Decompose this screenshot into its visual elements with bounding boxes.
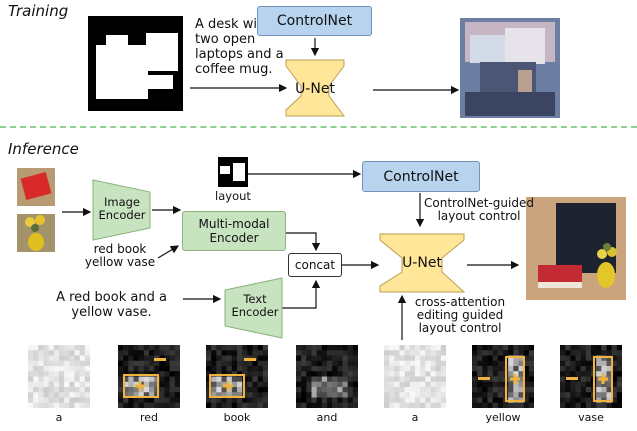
attention-word-3: book <box>223 411 251 424</box>
controlnet-note-line-1: ControlNet-guided <box>424 196 534 210</box>
prompt-line-1: A red book and a <box>56 290 167 305</box>
inference-controlnet-box: ControlNet <box>362 161 480 192</box>
attention-map-3 <box>206 345 268 408</box>
attention-map-7 <box>560 345 622 408</box>
inference-unet-label: U-Net <box>402 255 442 271</box>
section-divider <box>0 126 637 128</box>
caption-line-4: coffee mug. <box>195 62 273 77</box>
caption-line-3: laptops and a <box>195 47 284 62</box>
attention-map-4 <box>296 345 358 408</box>
text-encoder-line-1: Text <box>243 292 267 306</box>
cross-note-line-3: layout control <box>418 321 502 335</box>
attention-map-1 <box>28 345 90 408</box>
attention-word-5: a <box>411 411 419 424</box>
layout-label: layout <box>215 189 251 203</box>
image-encoder-label: Image Encoder <box>95 196 149 222</box>
concat-box: concat <box>288 253 342 277</box>
multimodal-encoder-box: Multi-modal Encoder <box>182 211 286 251</box>
controlnet-note-line-2: layout control <box>437 209 521 223</box>
attention-word-6: yellow <box>485 411 521 424</box>
attention-word-4: and <box>316 411 338 424</box>
caption-line-1: A desk with <box>195 17 271 32</box>
inference-prompt: A red book and a yellow vase. <box>40 290 183 320</box>
image-tags: red book yellow vase <box>80 243 160 269</box>
text-encoder-line-2: Encoder <box>231 305 279 319</box>
image-encoder-line-2: Encoder <box>98 208 146 222</box>
image-tag-1: red book <box>93 242 147 256</box>
training-title: Training <box>8 2 69 20</box>
inference-title: Inference <box>8 140 79 158</box>
training-unet-label: U-Net <box>295 81 335 97</box>
attention-map-5 <box>384 345 446 408</box>
text-encoder-label: Text Encoder <box>229 293 281 319</box>
image-tag-2: yellow vase <box>84 255 156 269</box>
attention-word-2: red <box>139 411 159 424</box>
image-encoder-line-1: Image <box>103 195 141 209</box>
multimodal-line-1: Multi-modal <box>198 217 270 231</box>
attention-map-6 <box>472 345 534 408</box>
multimodal-line-2: Encoder <box>209 231 259 245</box>
attention-word-1: a <box>55 411 63 424</box>
controlnet-note: ControlNet-guided layout control <box>424 197 534 223</box>
training-controlnet-box: ControlNet <box>257 6 372 36</box>
attention-word-7: vase <box>578 411 604 424</box>
prompt-line-2: yellow vase. <box>71 305 152 320</box>
cross-attention-note: cross-attention editing guided layout co… <box>410 296 510 335</box>
attention-map-2 <box>118 345 180 408</box>
cross-note-line-1: cross-attention <box>414 295 506 309</box>
training-caption: A desk with two open laptops and a coffe… <box>195 17 284 77</box>
cross-note-line-2: editing guided <box>416 308 504 322</box>
caption-line-2: two open <box>195 32 256 47</box>
